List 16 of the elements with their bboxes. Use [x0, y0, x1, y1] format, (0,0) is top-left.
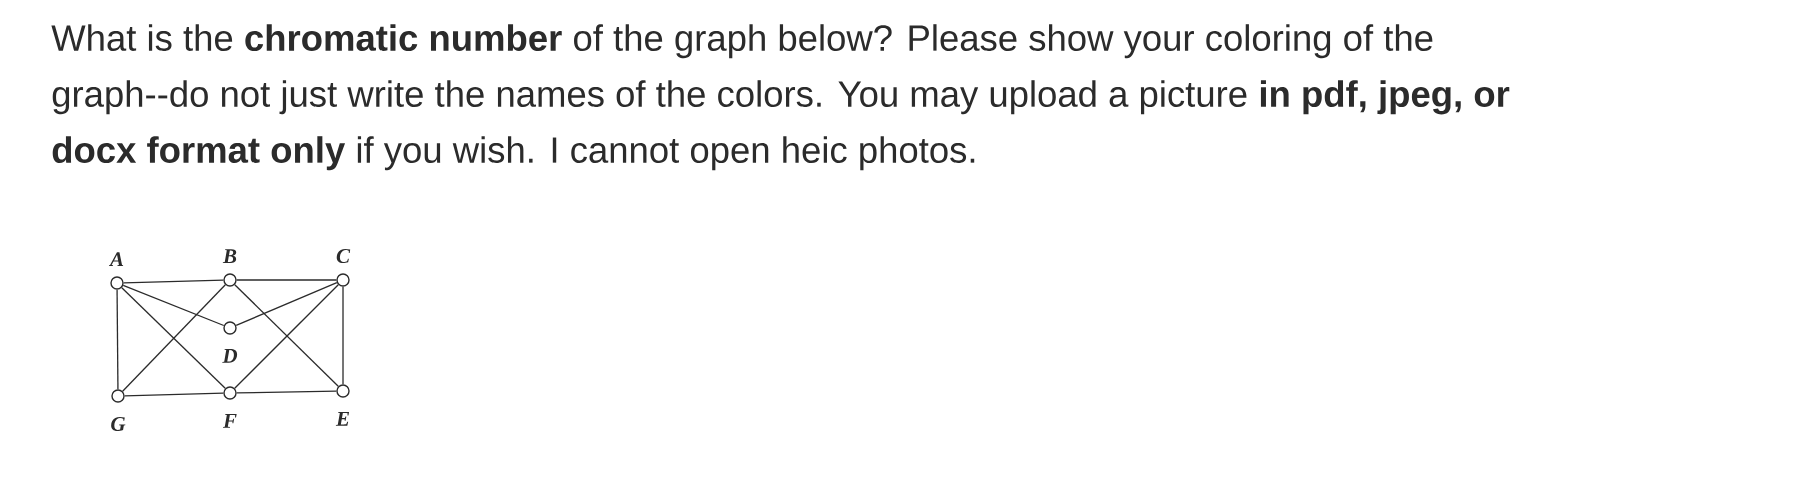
graph-edge — [123, 279, 224, 284]
vertex-label: D — [222, 348, 238, 363]
graph-edge — [236, 279, 337, 281]
vertex-label: F — [223, 413, 237, 428]
vertex-label: A — [108, 252, 124, 267]
graph-edge — [124, 392, 224, 397]
vertex-label: G — [111, 416, 126, 431]
graph-edge — [235, 281, 338, 327]
question-text: What is the chromatic number of the graph below? Please show your coloring of the graph--do not just write the names of the colors. You may upload a picture in pdf, jpeg, or docx format only if you wish. I cannot open heic photos. — [51, 24, 1510, 171]
vertex-label: C — [336, 249, 351, 264]
graph-edge — [116, 289, 119, 390]
graph-edge — [236, 390, 337, 394]
vertex-label: B — [222, 249, 237, 264]
graph-edge — [122, 284, 225, 327]
graph-edge — [342, 286, 344, 385]
vertex-label: E — [335, 411, 350, 426]
